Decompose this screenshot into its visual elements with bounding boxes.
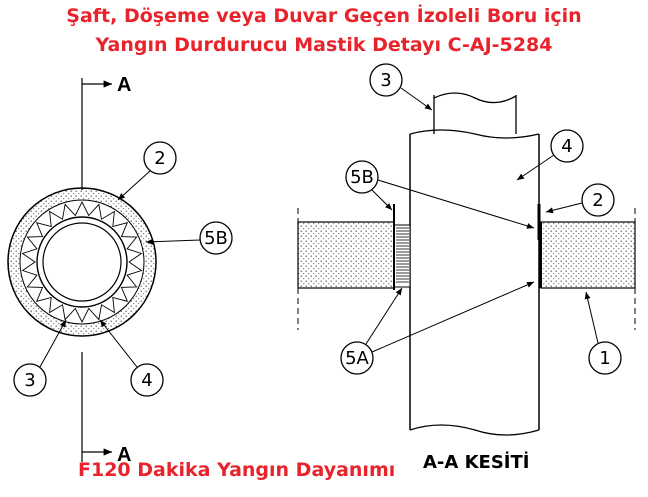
pipe-break-top	[433, 92, 517, 104]
pipe-bore	[42, 222, 122, 302]
leader-5B-plan	[145, 238, 201, 245]
concrete-slab-left	[297, 221, 395, 289]
cut-marker-top: A	[117, 74, 131, 96]
leader-4-plan	[99, 319, 138, 368]
title-line-1: Şaft, Döşeme veya Duvar Geçen İzoleli Bo…	[66, 5, 582, 27]
callout-4-plan	[130, 363, 164, 397]
callout-2-section	[581, 183, 615, 217]
callout-5A-section-text: 5A	[345, 348, 369, 369]
callout-2-plan-text: 2	[154, 148, 165, 169]
insulation-zigzag	[21, 200, 143, 324]
callout-1-section-text: 1	[599, 348, 610, 369]
section-view: 3 4 5B 2 5A 1	[297, 63, 636, 436]
callout-4-section	[550, 129, 584, 163]
callout-2-plan	[143, 141, 177, 175]
concrete-slab-right	[540, 221, 636, 289]
callout-5A-section	[340, 341, 374, 375]
leader-3-section	[400, 87, 433, 111]
inner-pipe-top	[433, 95, 517, 134]
leader-3-plan	[39, 319, 67, 368]
callout-2-section-text: 2	[592, 190, 603, 211]
callout-5B-plan	[199, 221, 233, 255]
leader-1-section	[584, 291, 599, 344]
leader-2-section	[545, 202, 583, 214]
leader-5A-section-b	[371, 281, 535, 353]
callout-5B-section	[345, 160, 379, 194]
mastic-gap-right	[539, 222, 542, 288]
leader-4-section	[516, 154, 555, 181]
fire-rating-label: F120 Dakika Yangın Dayanımı	[78, 459, 396, 481]
callout-4-plan-text: 4	[141, 370, 152, 391]
section-label: A-A KESİTİ	[423, 452, 530, 473]
callout-3-section	[369, 63, 403, 97]
callout-5B-section-text: 5B	[350, 167, 374, 188]
leader-2-plan	[117, 170, 151, 201]
leader-5B-section-a	[371, 189, 393, 211]
mastic-hatch-left	[396, 227, 409, 283]
pipe-break-bottom	[409, 424, 540, 436]
leader-5B-section-b	[377, 179, 535, 229]
callout-3-plan	[13, 363, 47, 397]
callout-3-plan-text: 3	[24, 370, 35, 391]
cut-marker-bottom: A	[117, 444, 131, 466]
callout-3-section-text: 3	[380, 70, 391, 91]
title-line-2: Yangın Durdurucu Mastik Detayı C-AJ-5284	[95, 34, 553, 56]
plan-view: A A 2 5B 3 4	[7, 74, 233, 466]
callout-5B-plan-text: 5B	[204, 228, 228, 249]
callout-1-section	[588, 341, 622, 375]
callout-4-section-text: 4	[561, 136, 572, 157]
insulation-break-top	[409, 129, 540, 139]
leader-5A-section-a	[365, 287, 403, 345]
